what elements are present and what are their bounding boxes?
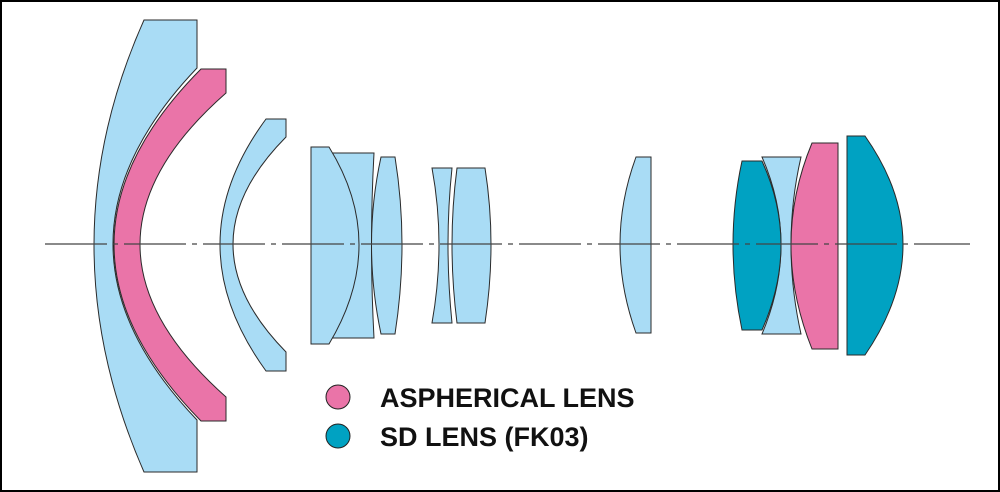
sd-lens-legend-label: SD LENS (FK03) [380, 422, 589, 452]
lens-element-3 [219, 118, 287, 372]
aspherical-legend-dot [325, 384, 351, 410]
lens-element-4a [310, 146, 360, 345]
lens-element-8 [619, 156, 652, 334]
lens-element-1 [93, 19, 198, 473]
lens-element-6 [431, 167, 453, 324]
lens-element-11-sd [846, 135, 904, 356]
lens-element-10-aspherical [790, 142, 839, 350]
sd-lens-legend-dot [325, 423, 351, 449]
lens-element-7 [451, 167, 492, 324]
lens-element-9a-sd [732, 160, 782, 331]
lens-element-5 [371, 156, 403, 335]
aspherical-legend-label: ASPHERICAL LENS [380, 383, 635, 413]
lens-element-2-aspherical [113, 68, 227, 422]
